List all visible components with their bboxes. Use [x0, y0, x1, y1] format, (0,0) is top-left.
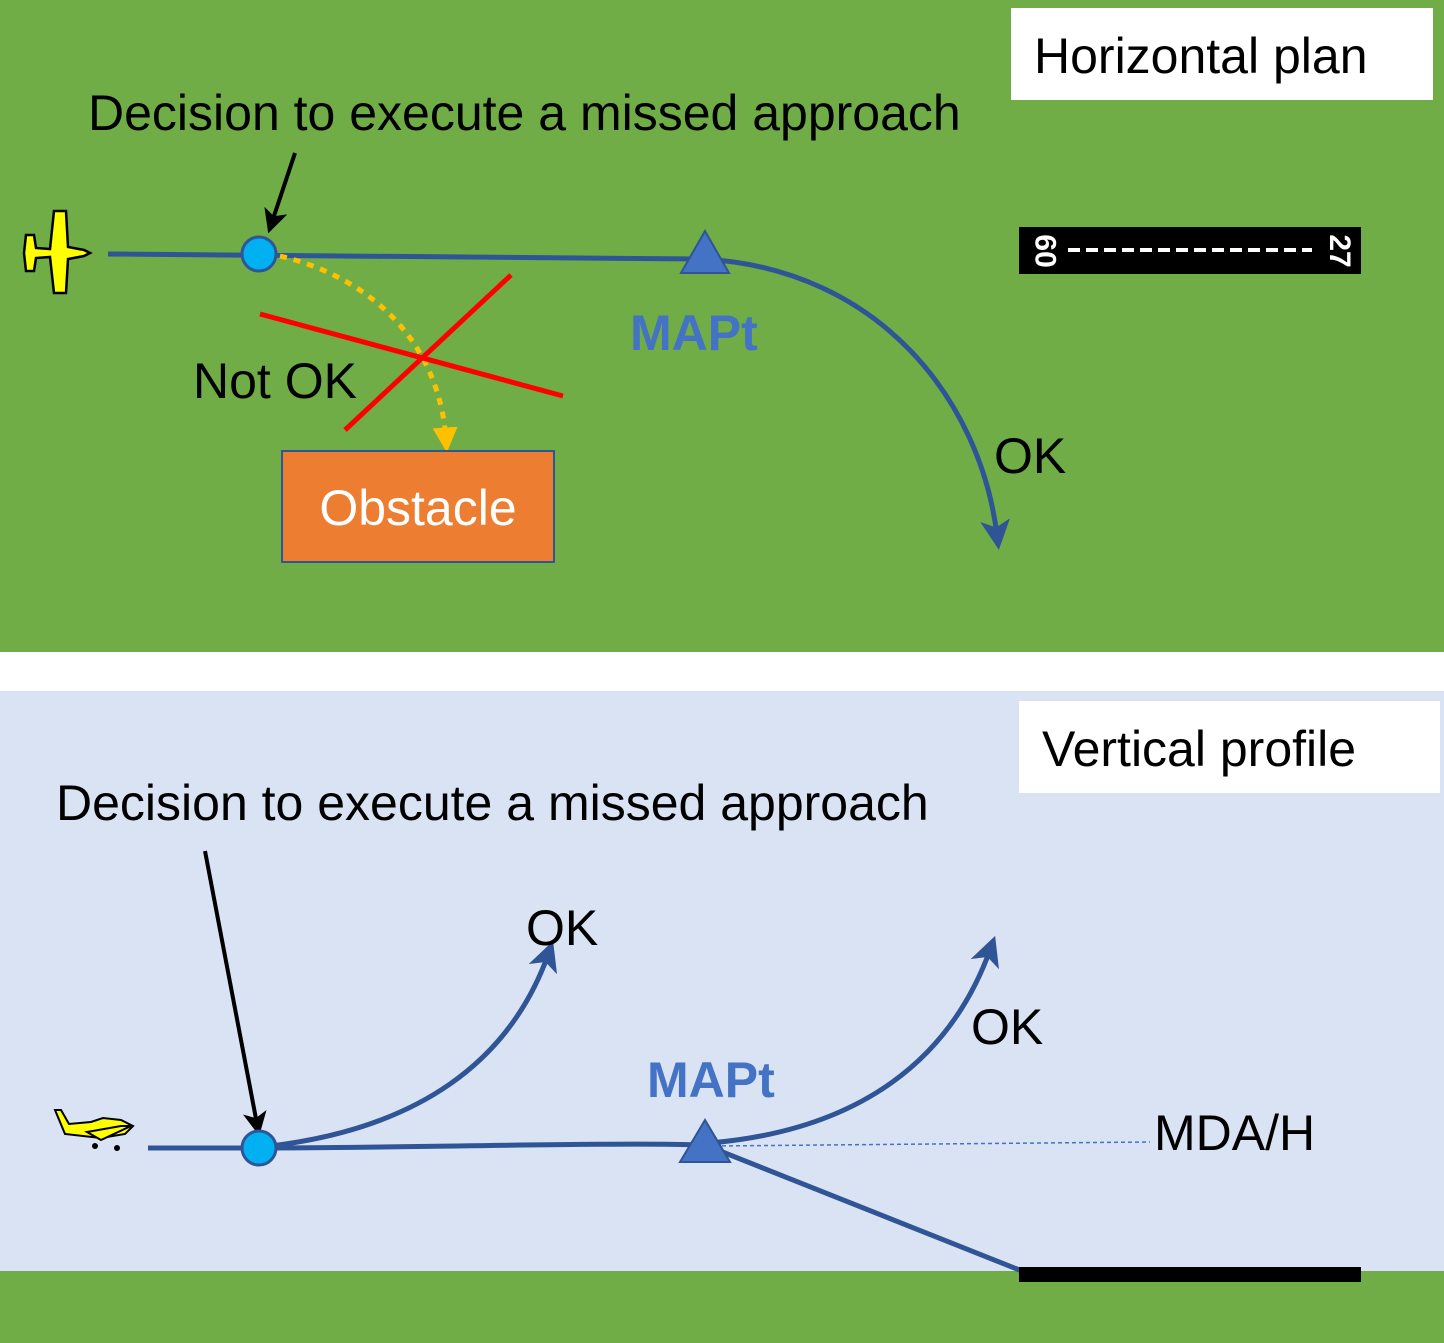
mda-label: MDA/H: [1154, 1105, 1315, 1161]
mda-line: [714, 1141, 1151, 1147]
mapt-label: MAPt: [647, 1052, 775, 1108]
vertical-profile-panel: Vertical profile Decision to execute a m…: [0, 691, 1444, 1343]
ok-late-label: OK: [971, 999, 1043, 1055]
descent-to-runway: [704, 1142, 1023, 1274]
airplane-top-icon: [22, 209, 93, 295]
runway-number-right: 27: [1323, 234, 1356, 267]
approach-track: [107, 251, 701, 262]
runway-number-left: 09: [1030, 234, 1063, 267]
early-climb-ok: [261, 940, 557, 1150]
ground-background: [0, 0, 1444, 652]
runway: 09 27: [1019, 227, 1361, 274]
decision-point-marker: [240, 1129, 278, 1167]
airplane-side-icon: [53, 1109, 135, 1151]
mapt-climb-ok: [709, 935, 999, 1146]
panel-title-box: [1019, 701, 1440, 793]
ground-strip: [0, 1271, 1444, 1343]
runway-side: [1019, 1267, 1361, 1282]
mapt-label: MAPt: [630, 305, 758, 361]
obstacle-box: [281, 450, 555, 563]
mapt-triangle-icon: [679, 228, 731, 274]
panel-title-box: [1011, 8, 1433, 100]
ok-label: OK: [994, 428, 1066, 484]
horizontal-plan-panel: Horizontal plan Decision to execute a mi…: [0, 0, 1444, 652]
decision-arrow: [264, 152, 297, 234]
cross-line-2: [343, 273, 513, 432]
missed-approach-turn-ok: [704, 256, 1010, 550]
approach-path: [148, 1141, 701, 1151]
panel-title: Vertical profile: [1042, 721, 1356, 777]
obstacle-label: Obstacle: [319, 480, 516, 536]
mapt-triangle-icon: [678, 1118, 732, 1163]
decision-arrow: [203, 850, 267, 1136]
ok-early-label: OK: [526, 900, 598, 956]
cross-line-1: [259, 311, 564, 399]
panel-title: Horizontal plan: [1034, 28, 1368, 84]
decision-label: Decision to execute a missed approach: [88, 85, 961, 141]
not-ok-label: Not OK: [193, 353, 357, 409]
decision-point-marker: [240, 235, 278, 273]
decision-label: Decision to execute a missed approach: [56, 775, 929, 831]
